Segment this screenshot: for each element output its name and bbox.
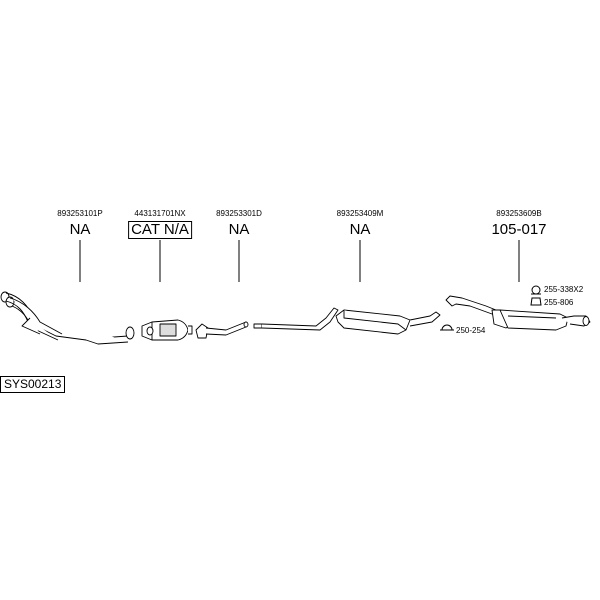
section-label-4: NA [349, 221, 371, 238]
part-number-1: 893253101P [57, 209, 103, 218]
intermediate-pipe-part [195, 321, 249, 339]
catalytic-converter-part [141, 319, 193, 341]
fitting-label-1: 255-338X2 [544, 285, 584, 294]
fitting-label-2: 255-806 [544, 298, 574, 307]
rear-silencer-part [445, 295, 591, 331]
front-pipe-part [0, 291, 135, 345]
part-number-2: 443131701NX [134, 209, 186, 218]
section-label-2: CAT N/A [128, 221, 192, 239]
clamp-ring-icon-small [531, 285, 541, 295]
fitting-label-3: 250-254 [456, 326, 486, 335]
part-number-4: 893253409M [336, 209, 384, 218]
part-number-3: 893253301D [216, 209, 262, 218]
rubber-mount-icon [530, 297, 542, 306]
section-label-5: 105-017 [491, 221, 547, 238]
clamp-ring-icon [440, 324, 454, 331]
section-label-1: NA [69, 221, 91, 238]
section-label-3: NA [228, 221, 250, 238]
diagram-code-box: SYS00213 [0, 376, 66, 393]
part-number-5: 893253609B [496, 209, 542, 218]
centre-silencer-part [253, 307, 441, 335]
